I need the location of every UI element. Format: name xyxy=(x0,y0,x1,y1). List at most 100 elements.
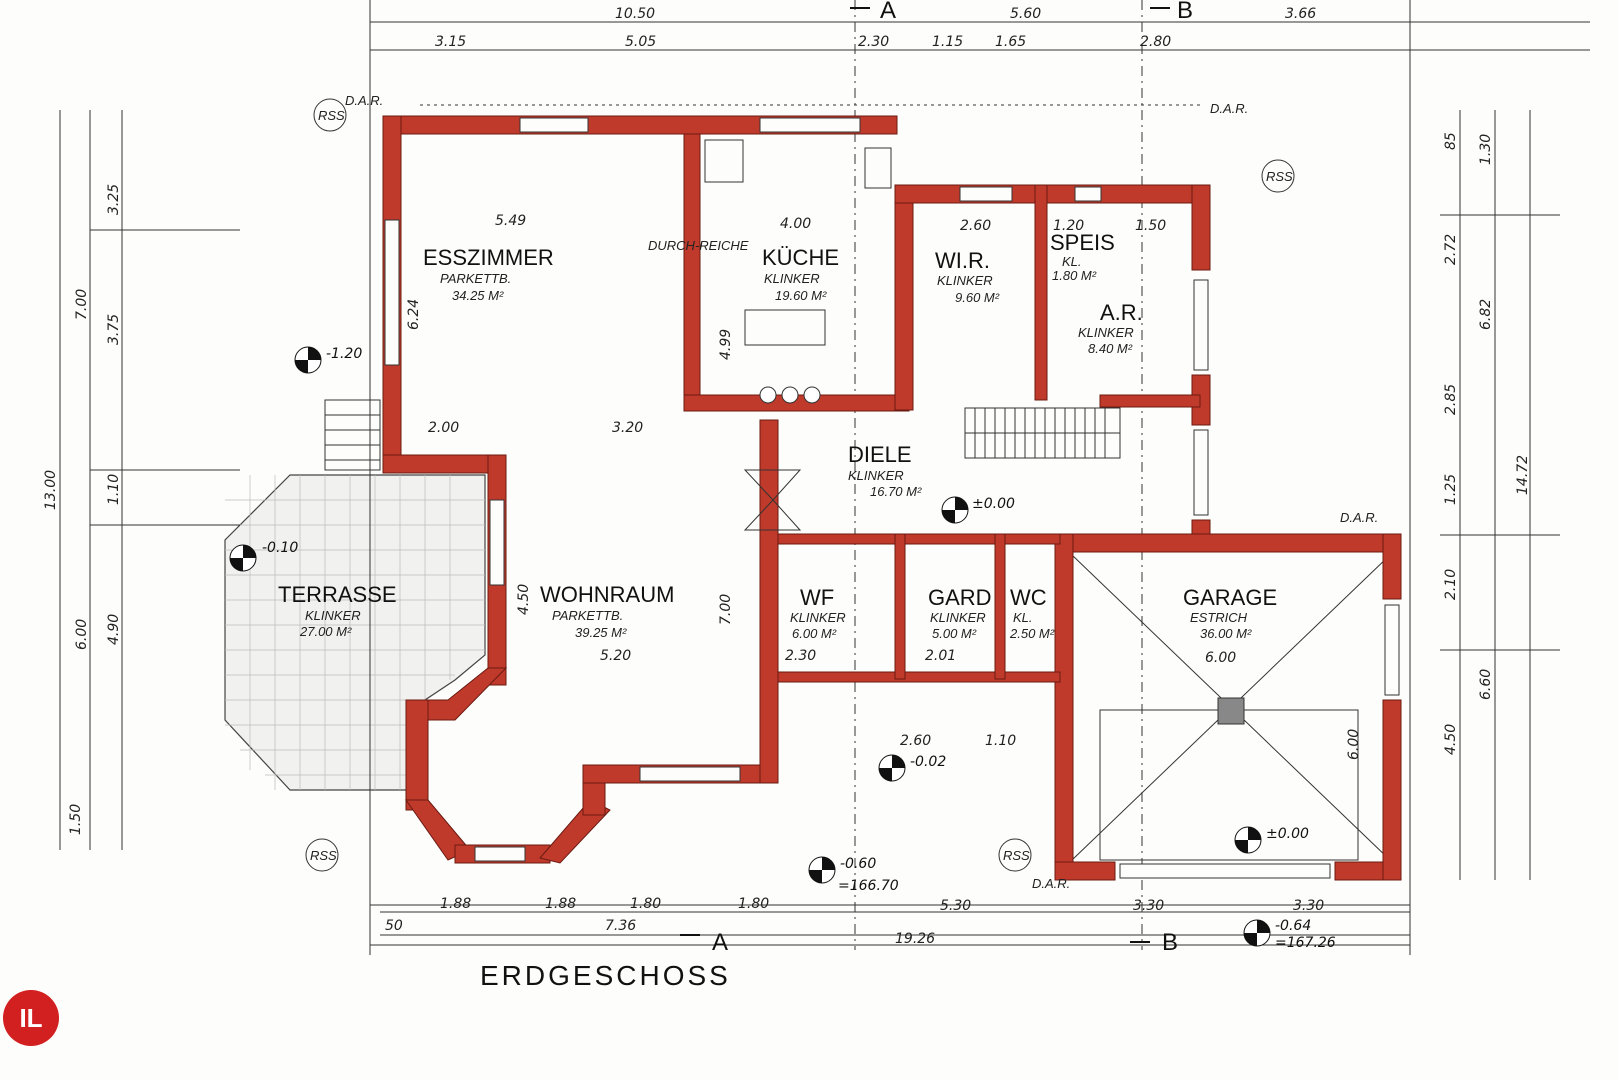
dim-label: 50 xyxy=(385,918,403,934)
dim-label: 1.80 xyxy=(630,896,661,912)
dim-label: 1.20 xyxy=(1053,218,1084,234)
room-name: WF xyxy=(800,585,834,610)
kitchen-fixtures xyxy=(704,139,892,531)
room-floor: KLINKER xyxy=(937,273,993,288)
dim-label: 3.75 xyxy=(106,314,122,345)
section-label: B xyxy=(1162,929,1178,956)
dim-label: 7.36 xyxy=(605,918,636,934)
room-floor: ESTRICH xyxy=(1190,610,1248,625)
room-area: 2.50 M² xyxy=(1009,626,1055,641)
dim-label: 4.50 xyxy=(1443,724,1459,755)
dim-label: 4.00 xyxy=(780,216,811,232)
terrace-paving xyxy=(224,474,486,791)
dim-label: 6.60 xyxy=(1478,669,1494,700)
room-floor: KLINKER xyxy=(1078,325,1134,340)
rss-markers: RSS RSS RSS RSS xyxy=(305,98,1295,872)
room-name: WC xyxy=(1010,585,1047,610)
dim-label: 7.00 xyxy=(74,289,90,320)
dim-label: 5.20 xyxy=(600,648,631,664)
durchreiche-note: DURCH-REICHE xyxy=(648,238,749,253)
dim-label: 6.00 xyxy=(1346,729,1362,760)
room-area: 16.70 M² xyxy=(870,484,922,499)
dims-top: 10.50 5.60 3.66 3.15 5.05 2.30 1.15 1.65… xyxy=(435,6,1316,50)
logo-text: IL xyxy=(19,1002,43,1033)
level-value: -0.64 xyxy=(1275,918,1311,934)
dim-label: 3.20 xyxy=(612,420,643,436)
dim-label: 2.72 xyxy=(1443,234,1459,265)
room-floor: KL. xyxy=(1013,610,1033,625)
level-value: =166.70 xyxy=(838,878,899,894)
dim-label: 85 xyxy=(1443,132,1459,150)
level-value: ±0.00 xyxy=(1266,826,1309,842)
room-area: 6.00 M² xyxy=(792,626,837,641)
section-label: A xyxy=(712,929,728,956)
level-value: -0.60 xyxy=(840,856,876,872)
room-name: GARD xyxy=(928,585,992,610)
room-name: WI.R. xyxy=(935,248,990,273)
dim-label: 6.00 xyxy=(74,619,90,650)
brand-logo: IL xyxy=(3,990,59,1046)
room-name: KÜCHE xyxy=(762,245,839,270)
room-labels: ESSZIMMER PARKETTB. 34.25 M² KÜCHE KLINK… xyxy=(278,93,1378,891)
room-floor: PARKETTB. xyxy=(440,271,511,286)
room-floor: PARKETTB. xyxy=(552,608,623,623)
room-name: DIELE xyxy=(848,442,912,467)
dim-label: 1.30 xyxy=(1478,134,1494,165)
garage-roof-lines xyxy=(1071,554,1391,861)
level-value: =167.26 xyxy=(1275,935,1336,951)
room-area: 39.25 M² xyxy=(575,625,627,640)
room-area: 5.00 M² xyxy=(932,626,977,641)
room-area: 34.25 M² xyxy=(452,288,504,303)
walls xyxy=(382,115,1402,881)
dim-label: 2.01 xyxy=(925,648,956,664)
dim-label: 1.50 xyxy=(68,804,84,835)
level-value: -0.02 xyxy=(910,754,946,770)
room-floor: KLINKER xyxy=(790,610,846,625)
dim-label: 2.30 xyxy=(858,34,889,50)
dims-left: 3.25 7.00 3.75 13.00 1.10 6.00 4.90 1.50 xyxy=(43,184,122,835)
dims-bottom: 1.88 1.88 1.80 1.80 5.30 3.30 3.30 50 7.… xyxy=(385,896,1324,947)
dim-label: 1.10 xyxy=(985,733,1016,749)
dim-label: 2.60 xyxy=(960,218,991,234)
dim-label: 2.80 xyxy=(1140,34,1171,50)
section-label: A xyxy=(880,0,896,24)
section-label: B xyxy=(1177,0,1193,24)
section-markers: A A B B xyxy=(680,0,1193,956)
room-name: TERRASSE xyxy=(278,582,397,607)
rss-label: RSS xyxy=(1266,169,1293,184)
level-markers: -1.20 -0.10 ±0.00 -0.02 -0.60 =166.70 ±0… xyxy=(229,346,1336,951)
dim-label: 7.00 xyxy=(718,594,734,625)
staircase xyxy=(324,399,1121,471)
dim-label: 4.50 xyxy=(516,584,532,615)
room-area: 9.60 M² xyxy=(955,290,1000,305)
dim-label: 1.80 xyxy=(738,896,769,912)
room-name: GARAGE xyxy=(1183,585,1277,610)
dim-label: 6.82 xyxy=(1478,299,1494,330)
dim-label: 1.88 xyxy=(545,896,576,912)
dar-note: D.A.R. xyxy=(1210,101,1248,116)
dim-label: 5.05 xyxy=(625,34,656,50)
room-floor: KLINKER xyxy=(848,468,904,483)
dim-label: 10.50 xyxy=(615,6,655,22)
dim-label: 1.10 xyxy=(106,474,122,505)
dim-label: 3.30 xyxy=(1293,898,1324,914)
room-area: 19.60 M² xyxy=(775,288,827,303)
dim-label: 2.30 xyxy=(785,648,816,664)
room-floor: KLINKER xyxy=(305,608,361,623)
level-value: -0.10 xyxy=(262,540,298,556)
dim-label: 3.25 xyxy=(106,184,122,215)
level-value: ±0.00 xyxy=(972,496,1015,512)
rss-label: RSS xyxy=(318,108,345,123)
dim-label: 3.30 xyxy=(1133,898,1164,914)
rss-label: RSS xyxy=(310,848,337,863)
dim-label: 6.24 xyxy=(406,299,422,330)
room-name: WOHNRAUM xyxy=(540,582,674,607)
dim-label: 4.99 xyxy=(718,329,734,360)
room-area: 8.40 M² xyxy=(1088,341,1133,356)
dim-label: 2.60 xyxy=(900,733,931,749)
dim-label: 1.50 xyxy=(1135,218,1166,234)
dim-label: 4.90 xyxy=(106,614,122,645)
dims-right: 85 1.30 2.72 6.82 2.85 1.25 14.72 2.10 6… xyxy=(1443,132,1531,755)
dar-note: D.A.R. xyxy=(345,93,383,108)
room-floor: KL. xyxy=(1062,254,1082,269)
